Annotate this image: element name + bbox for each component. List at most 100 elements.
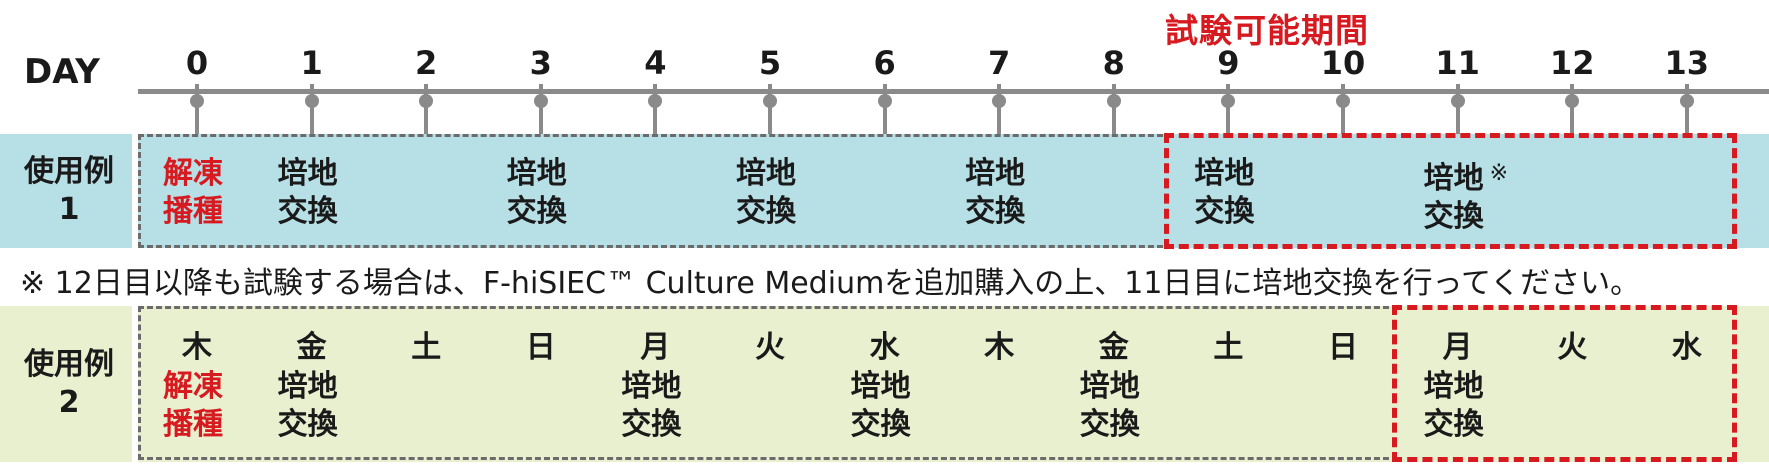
day-tick-label: 11 [1435,44,1480,82]
day-tick-label: 1 [300,44,323,82]
example1-pre-period-frame [138,134,1172,248]
example1-event: 培地交換 [278,155,388,231]
example1-event: 培地交換 [736,155,846,231]
day-tick-dot [763,94,777,108]
footnote-mark: ※ [1489,161,1509,186]
weekday-label: 火 [1557,330,1588,365]
day-tick-label: 5 [758,44,782,82]
day-tick-stem [653,84,658,134]
weekday-label: 金 [296,330,327,365]
weekday-label: 木 [182,330,212,365]
weekday-label: 月 [1442,330,1473,365]
example2-label: 使用例 2 [0,346,138,422]
day-tick-label: 8 [1102,44,1125,82]
day-tick-stem [882,84,887,134]
event-line2: 交換 [1079,407,1140,442]
event-line1: 解凍 [163,369,223,404]
event-line2: 播種 [163,407,223,442]
example2-event: 培地交換 [621,368,731,444]
event-line2: 交換 [506,194,567,229]
event-line2: 交換 [965,194,1026,229]
day-tick-dot [419,94,434,108]
event-line1: 培地 [1079,369,1140,404]
weekday-label: 土 [1213,330,1244,365]
day-tick-stem [1684,84,1689,134]
example2-event: 解凍播種 [163,368,273,444]
day-tick-stem [195,84,199,134]
event-line1: 培地 [277,156,338,191]
example2-event: 培地交換 [1424,368,1534,444]
event-line1: 培地 [965,156,1026,191]
day-tick-stem [1111,84,1116,134]
day-tick-label: 13 [1664,44,1710,82]
example1-label-line1: 使用例 [24,154,114,189]
weekday-label: 金 [1098,330,1129,365]
example1-label-line2: 1 [58,192,80,227]
example1-test-period-frame [1164,133,1737,249]
day-tick-stem [768,84,772,134]
example2-event: 培地交換 [851,368,961,444]
day-tick-dot [304,94,319,108]
day-tick-dot [1450,94,1465,108]
day-tick-dot [648,94,663,108]
example1-event: 培地交換 [965,155,1075,231]
event-line1: 培地 [850,369,911,404]
day-tick-dot [190,94,204,108]
example2-label-divider [132,306,138,462]
event-line2: 交換 [1423,407,1484,442]
weekday-label: 土 [411,330,442,365]
day-tick-dot [1106,94,1121,108]
day-tick-label: 2 [415,44,438,82]
example1-event: 培地交換 [1194,155,1304,231]
event-line1: 解凍 [163,156,223,191]
event-line1: 培地 [506,156,567,191]
day-tick-label: 12 [1549,44,1595,82]
event-line2: 交換 [1423,199,1484,234]
day-tick-dot [992,94,1007,108]
day-tick-dot [1221,94,1236,108]
event-line1: 培地 [736,156,796,191]
day-tick-stem [538,84,543,134]
weekday-label: 火 [755,330,785,365]
day-tick-label: 0 [185,44,209,82]
day-tick-stem [1570,84,1575,134]
day-tick-stem [424,84,429,134]
example2-label-line2: 2 [58,385,80,420]
weekday-label: 水 [1671,330,1702,365]
day-tick-dot [1336,94,1350,108]
example1-event: 解凍播種 [163,155,273,231]
example2-label-line1: 使用例 [24,347,114,382]
event-line1: 培地 [621,369,682,404]
event-line2: 交換 [850,407,911,442]
day-tick-label: 3 [529,44,552,82]
event-line1: 培地 [1194,156,1255,191]
event-line2: 交換 [277,194,338,229]
day-tick-label: 4 [644,44,667,82]
timeline-axis [138,89,1769,94]
weekday-label: 月 [640,330,671,365]
example1-band [0,134,1769,248]
day-tick-stem [1455,84,1460,134]
weekday-label: 日 [1328,330,1358,365]
weekday-label: 日 [525,330,556,365]
day-tick-stem [309,84,314,134]
day-tick-stem [1226,84,1231,134]
day-tick-label: 6 [873,44,896,82]
example2-event: 培地交換 [278,368,388,444]
example2-band [0,306,1769,462]
weekday-label: 木 [984,330,1015,365]
example1-label: 使用例 1 [0,153,138,229]
example2-event: 培地交換 [1080,368,1190,444]
example2-test-period-frame [1392,305,1737,462]
day-tick-stem [1341,84,1345,134]
day-axis-label: DAY [24,52,100,92]
day-tick-dot [1565,94,1580,108]
example2-pre-period-frame [138,306,1398,460]
weekday-label: 水 [869,330,900,365]
footnote: ※ 12日目以降も試験する場合は、F-hiSIEC™ Culture Mediu… [20,266,1641,301]
day-tick-label: 9 [1217,44,1240,82]
event-line2: 交換 [277,407,338,442]
example1-label-divider [132,134,138,248]
event-line2: 交換 [736,194,796,229]
event-line2: 播種 [163,194,223,229]
